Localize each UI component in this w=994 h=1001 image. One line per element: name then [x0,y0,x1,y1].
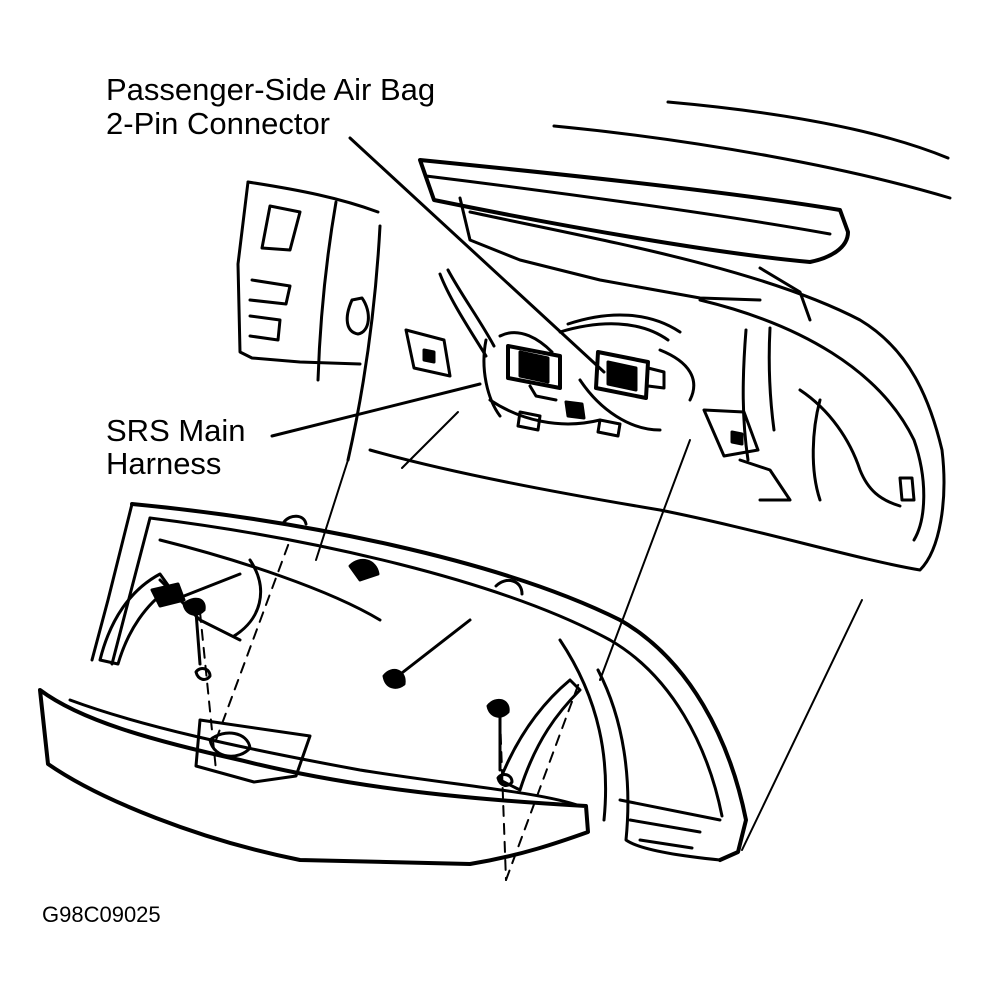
alignment-lines [199,539,581,881]
screws [150,572,510,772]
srs-harness-leader [270,382,482,438]
callout-leaders [270,136,606,438]
assembly-guide-lines [315,411,863,851]
dash-left-panel [236,180,382,462]
airbag-connector-label-line2: 2-Pin Connector [106,106,331,141]
srs-harness-label-line1: SRS Main [106,413,246,448]
airbag-2-pin-connector [594,350,666,400]
figure-code: G98C09025 [42,902,161,927]
connector-clips [516,400,622,438]
windshield-lines [552,100,952,200]
airbag-module [418,158,850,322]
srs-wiring [438,268,696,432]
srs-harness-label-line2: Harness [106,446,222,481]
airbag-connector-leader [348,136,606,374]
mounting-brackets [404,328,792,502]
dash-opening-frame [368,210,946,572]
srs-harness-connector [506,344,562,402]
airbag-connector-label-line1: Passenger-Side Air Bag [106,72,436,107]
glove-box-assembly [38,502,748,866]
